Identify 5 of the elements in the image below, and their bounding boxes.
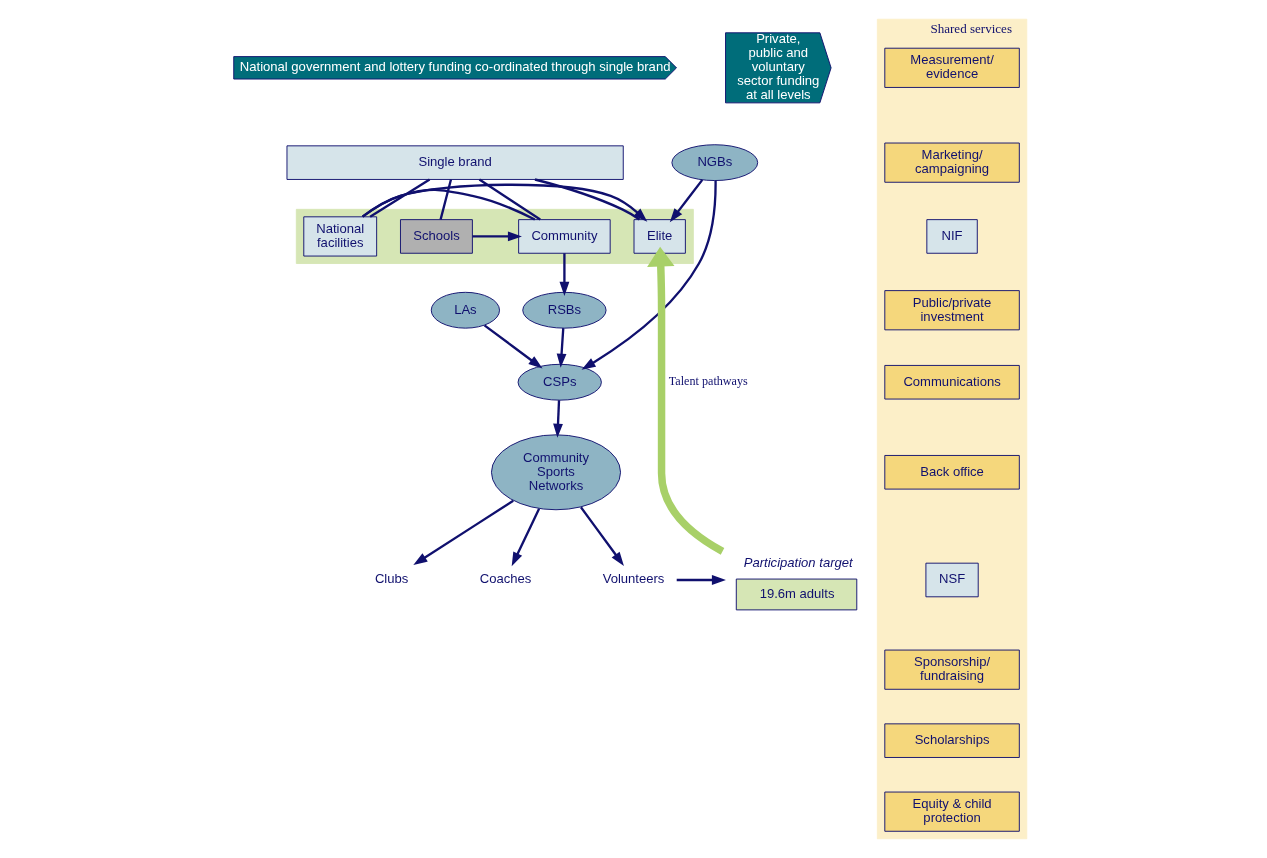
- node-text: Coaches: [479, 571, 531, 587]
- node-text: Clubs: [374, 571, 408, 587]
- edge-label: Talent pathways: [668, 374, 748, 389]
- node-text: Volunteers: [602, 571, 664, 587]
- node-label: Participation target: [743, 555, 853, 571]
